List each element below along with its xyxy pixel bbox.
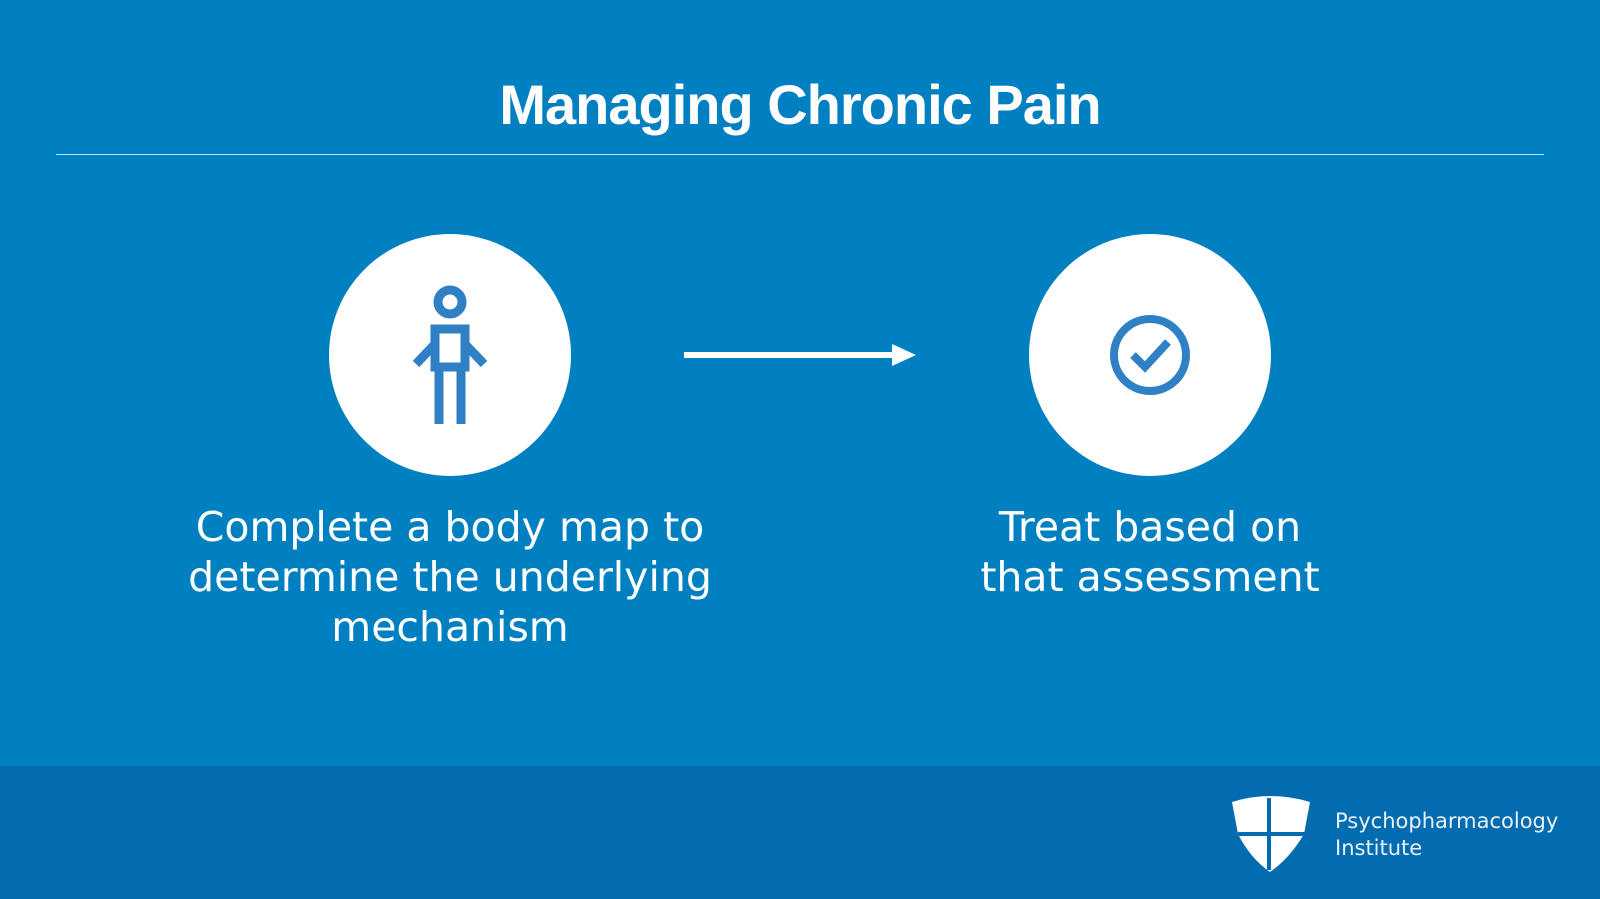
step-1-caption: Complete a body map to determine the und… — [170, 502, 730, 652]
brand-name: Psychopharmacology Institute — [1335, 808, 1558, 862]
step-2-caption: Treat based on that assessment — [870, 502, 1430, 602]
person-icon — [412, 285, 488, 424]
check-circle-icon — [1110, 315, 1190, 395]
brand-line-2: Institute — [1335, 836, 1423, 860]
caption-line: that assessment — [980, 553, 1320, 601]
caption-line: Treat based on — [998, 503, 1302, 551]
caption-line: Complete a body map to — [195, 503, 705, 551]
arrow-right-icon — [684, 344, 916, 366]
shield-logo-icon — [1232, 796, 1310, 872]
caption-line: determine the underlying — [188, 553, 712, 601]
brand-line-1: Psychopharmacology — [1335, 809, 1559, 833]
slide-title: Managing Chronic Pain — [499, 73, 1101, 136]
caption-line: mechanism — [331, 603, 569, 651]
step-1-circle — [329, 234, 571, 476]
title-divider — [56, 154, 1544, 155]
footer-bar — [0, 766, 1600, 899]
step-2-circle — [1029, 234, 1271, 476]
